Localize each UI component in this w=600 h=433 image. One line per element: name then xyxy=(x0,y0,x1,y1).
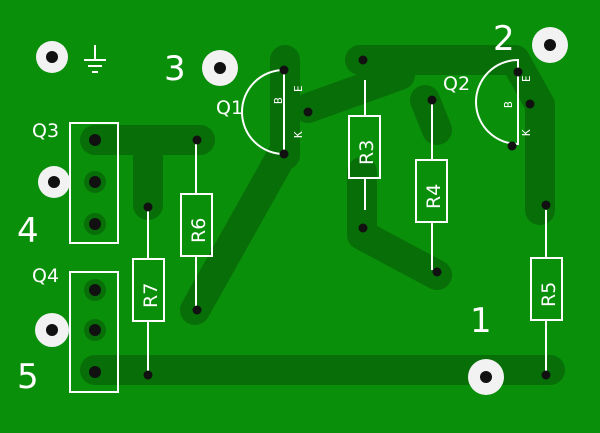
r6-label: R6 xyxy=(188,218,210,243)
trace-q1-to-r6 xyxy=(180,140,297,325)
q3-label: Q3 xyxy=(32,120,59,142)
q1-pin-b: B xyxy=(272,97,285,104)
q2-label: Q2 xyxy=(443,73,470,95)
trace-r3-to-r4 xyxy=(347,157,452,290)
terminal-2-label: 2 xyxy=(493,19,515,59)
q1-pin-k: K xyxy=(292,131,305,138)
q4-label: Q4 xyxy=(32,265,59,287)
q3-outline xyxy=(69,122,119,244)
terminal-3-label: 3 xyxy=(164,49,186,89)
q1-pin-labels: E B K xyxy=(272,85,305,138)
q2-outline xyxy=(475,58,519,146)
q2-pin-b: B xyxy=(502,101,515,108)
resistor-leads xyxy=(147,80,547,372)
silkscreen xyxy=(69,58,563,393)
trace-top-bus xyxy=(345,45,555,225)
q2-pin-labels: E B K xyxy=(502,75,533,136)
q1-pin-e: E xyxy=(292,85,305,92)
trace-q1-to-r3 xyxy=(293,60,415,123)
terminal-5-label: 5 xyxy=(17,357,39,397)
q4-outline xyxy=(69,271,119,393)
ground-icon xyxy=(84,45,106,73)
q2-pin-e: E xyxy=(520,75,533,82)
q1-outline xyxy=(241,68,285,156)
terminal-4-label: 4 xyxy=(17,211,39,251)
r3-label: R3 xyxy=(356,140,378,165)
connector-pins xyxy=(84,129,106,383)
mounting-pads xyxy=(35,27,568,395)
q2-pin-k: K xyxy=(520,129,533,136)
drill-holes xyxy=(143,55,551,380)
q1-label: Q1 xyxy=(216,97,243,119)
terminal-1-label: 1 xyxy=(470,301,492,341)
r5-label: R5 xyxy=(538,282,560,307)
r4-label: R4 xyxy=(423,184,445,209)
r7-label: R7 xyxy=(140,283,162,308)
